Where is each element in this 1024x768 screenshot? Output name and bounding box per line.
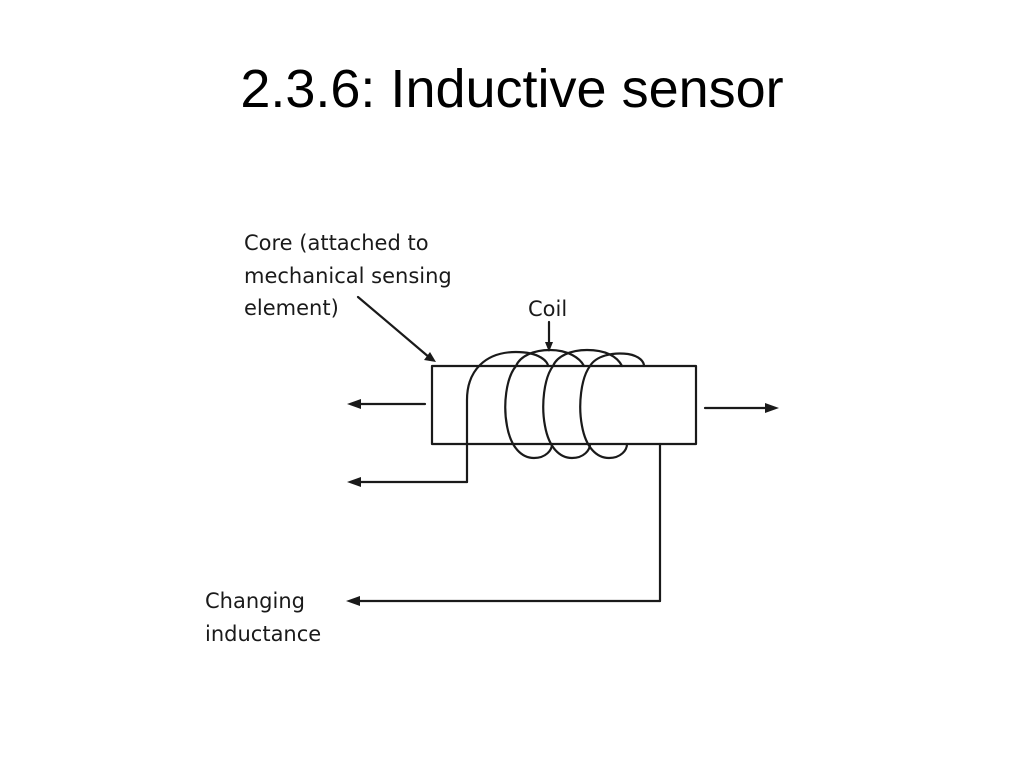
core-label-line-1: Core (attached to — [244, 231, 429, 255]
slide-title: 2.3.6: Inductive sensor — [240, 59, 784, 119]
coil-turn-1 — [465, 350, 550, 484]
coil-leader-arrowhead — [545, 342, 553, 352]
output-label-line-1: Changing — [205, 589, 305, 613]
coil-label: Coil — [528, 297, 567, 321]
core-motion-left-arrowhead — [347, 399, 361, 409]
coil-turn-3-top — [551, 348, 624, 368]
core-label-line-2: mechanical sensing — [244, 264, 452, 288]
output-label-line-2: inductance — [205, 622, 321, 646]
coil-turn-3 — [542, 364, 592, 460]
coil-turn-4-top — [588, 352, 646, 368]
coil-turn-2 — [504, 364, 554, 460]
core-rect — [430, 364, 698, 446]
core-motion-right-arrowhead — [765, 403, 779, 413]
left-lead-arrowhead — [347, 477, 361, 487]
core-label-line-3: element) — [244, 296, 339, 320]
core-leader-arrowhead — [424, 352, 436, 362]
core-leader-line — [356, 295, 432, 360]
coil-turn-4 — [579, 364, 629, 460]
output-arrowhead — [346, 596, 360, 606]
coil-turn-2-top — [514, 348, 586, 368]
